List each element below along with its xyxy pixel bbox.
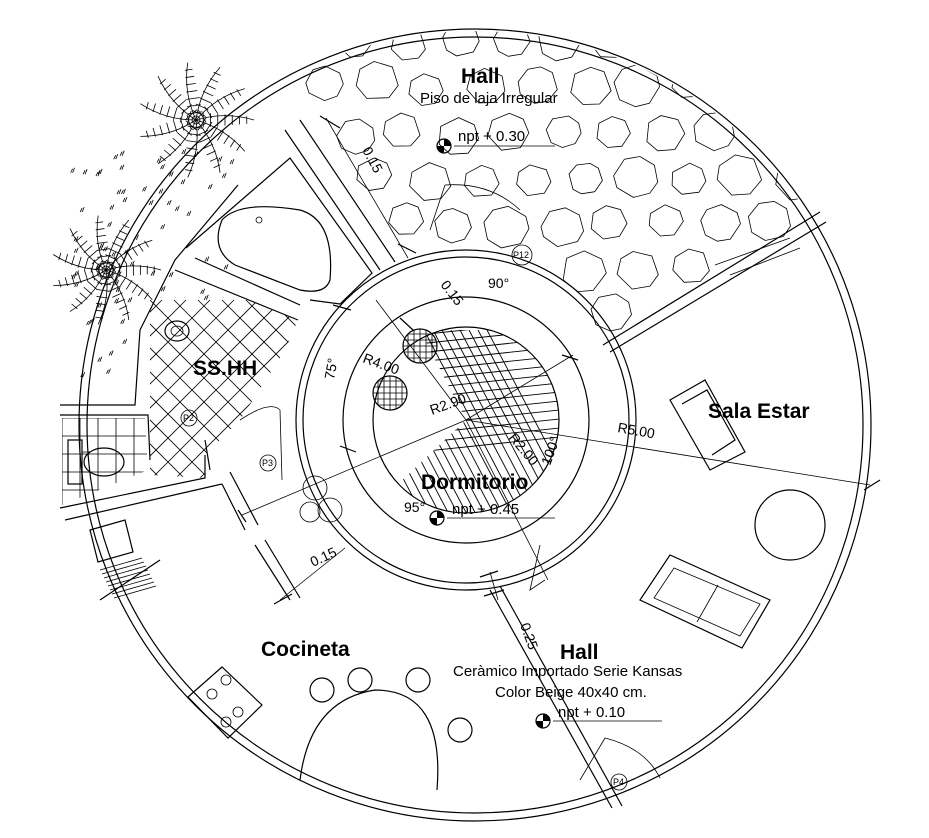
tag-p12: P12: [513, 250, 529, 260]
bathtub: [217, 206, 332, 292]
sofa: [639, 554, 771, 649]
round-table: [754, 489, 826, 561]
dim-wall-top-left: 0.15: [359, 144, 386, 176]
kitchen-unit: [89, 519, 157, 599]
floor-note-hall-top: Piso de laja Irregular: [420, 90, 558, 107]
tag-p3: P3: [262, 458, 273, 468]
dim-r290: R2.90: [428, 390, 469, 418]
palm-tree-icon: [140, 62, 255, 178]
tag-p4: P4: [613, 777, 624, 787]
dim-wall-top: 0.15: [438, 277, 468, 308]
dim-angle-90: 90°: [488, 275, 509, 291]
level-hall-bottom: npt + 0.10: [558, 704, 625, 721]
dim-angle-95: 95°: [404, 499, 425, 515]
room-label-sala-estar: Sala Estar: [708, 400, 810, 423]
level-marker-icon: [429, 510, 445, 526]
level-marker-icon: [436, 138, 452, 154]
armchair: [669, 379, 746, 471]
level-marker-icon: [535, 713, 551, 729]
dim-r400: R4.00: [361, 350, 402, 378]
doors: [239, 184, 801, 781]
hatched-circles: [372, 328, 438, 411]
dim-angle-75: 75°: [321, 357, 340, 381]
dimension-lines: [237, 115, 881, 605]
tag-p2: P2: [183, 413, 194, 423]
kitchen-circles: [299, 667, 473, 791]
room-label-hall-bottom: Hall: [560, 641, 599, 664]
stove: [187, 666, 263, 739]
stone-floor-pattern: [282, 31, 865, 332]
toilet: [67, 439, 125, 485]
floor-note-hall-bottom-1: Ceràmico Importado Serie Kansas: [453, 663, 682, 680]
outer-wall: [78, 28, 872, 822]
room-label-hall-top: Hall: [461, 65, 500, 88]
sink: [164, 320, 190, 342]
level-hall-top: npt + 0.30: [458, 128, 525, 145]
floor-note-hall-bottom-2: Color Beige 40x40 cm.: [495, 684, 647, 701]
dim-r500: R5.00: [616, 419, 656, 441]
dim-wall-bottom: 0.25: [517, 621, 541, 652]
room-label-ss-hh: SS.HH: [193, 357, 257, 380]
room-label-cocineta: Cocineta: [261, 638, 350, 661]
palm-tree-icon: [53, 215, 162, 325]
dim-r200: R2.00: [506, 430, 542, 469]
door-tags: P2 P3 P4 P12: [180, 244, 628, 791]
interior-walls: [59, 119, 827, 809]
shrubs: [299, 475, 343, 523]
room-label-dormitorio: Dormitorio: [421, 471, 528, 494]
level-dormitorio: npt + 0.45: [452, 501, 519, 518]
